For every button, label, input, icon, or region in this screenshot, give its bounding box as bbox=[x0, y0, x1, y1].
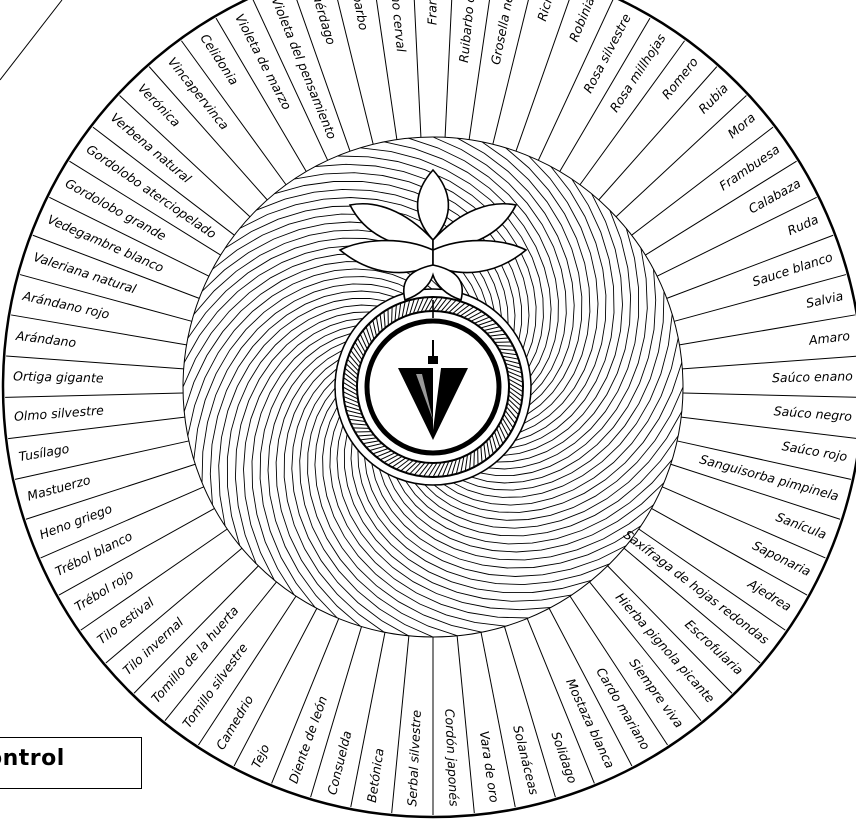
control-label-box: ontrol bbox=[0, 737, 142, 789]
plant-label: Ortiga gigante bbox=[13, 368, 104, 385]
corner-line bbox=[0, 0, 62, 80]
hatch-tick bbox=[353, 428, 369, 429]
hatch-tick bbox=[474, 451, 475, 467]
hatch-tick bbox=[392, 307, 393, 323]
plant-label: Saúco enano bbox=[772, 368, 854, 385]
hatch-tick bbox=[497, 346, 513, 347]
plant-label: Frangolla bbox=[425, 0, 440, 25]
control-label: ontrol bbox=[0, 746, 65, 771]
